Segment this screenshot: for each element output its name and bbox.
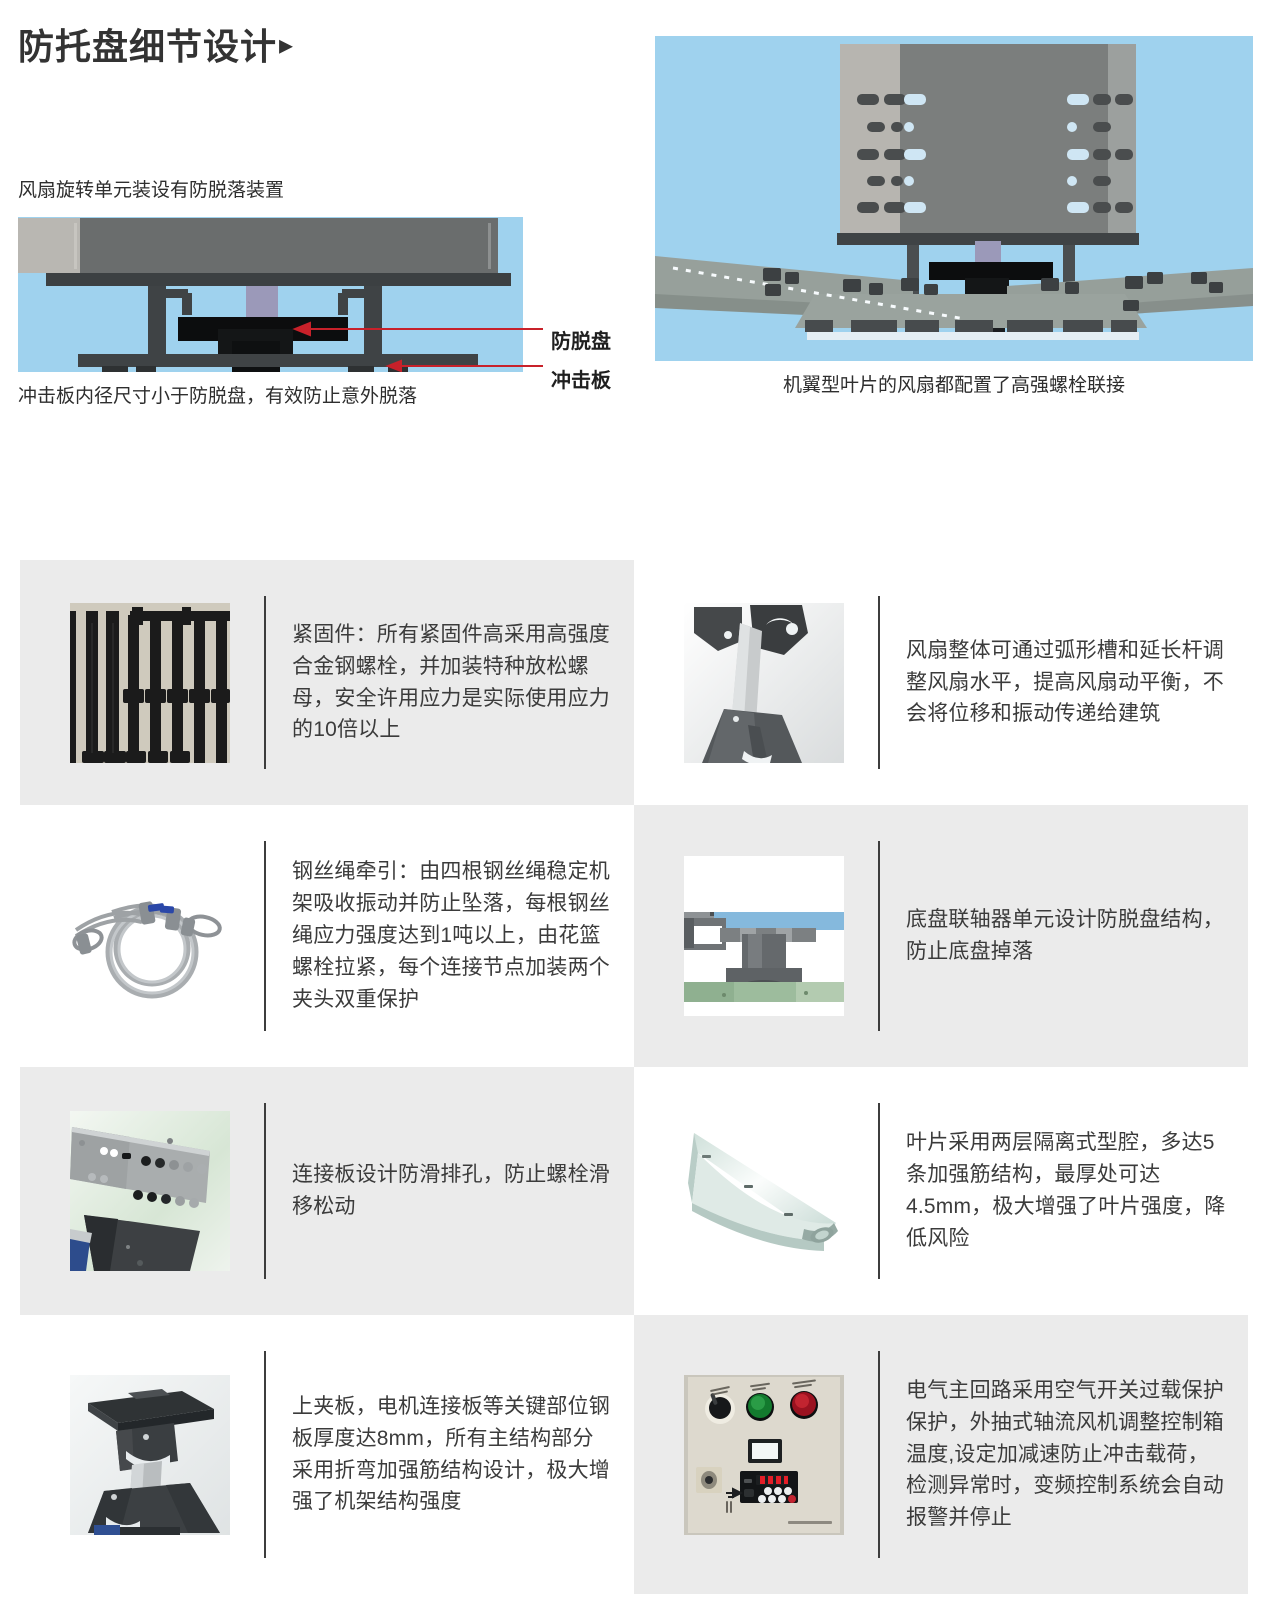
cell-divider xyxy=(878,1351,880,1558)
hex-bolts-svg xyxy=(70,602,230,763)
feature-text-electrical-control: 电气主回路采用空气开关过载保护保护，外抽式轴流风机调整控制箱温度,设定加减速防止… xyxy=(906,1378,1224,1530)
chassis-coupling-svg xyxy=(684,856,844,1016)
feature-cell-connection-plate: 连接板设计防滑排孔，防止螺栓滑移松动 xyxy=(20,1067,634,1315)
cell-divider xyxy=(878,1103,880,1279)
feature-text-fasteners: 紧固件：所有紧固件高采用高强度合金钢螺栓，并加装特种放松螺母，安全许用应力是实际… xyxy=(292,622,610,742)
feature-text-fan-level-adjust: 风扇整体可通过弧形槽和延长杆调整风扇水平，提高风扇动平衡，不会将位移和振动传递给… xyxy=(906,638,1224,726)
feature-cell-chassis-coupling: 底盘联轴器单元设计防脱盘结构，防止底盘掉落 xyxy=(634,805,1248,1067)
electrical-control-box-photo xyxy=(684,1374,844,1535)
fan-blade-profile-svg xyxy=(684,1111,844,1271)
anti-drop-section-svg xyxy=(18,216,543,373)
feature-cell-blade-cavity: 叶片采用两层隔离式型腔，多达5条加强筋结构，最厚处可达4.5mm，极大增强了叶片… xyxy=(634,1067,1248,1315)
top-right-caption: 机翼型叶片的风扇都配置了高强螺栓联接 xyxy=(782,375,1125,396)
fan-blade-profile-render xyxy=(684,1111,844,1271)
feature-text-upper-clamp-plate: 上夹板，电机连接板等关键部位钢板厚度达8mm，所有主结构部分采用折弯加强筋结构设… xyxy=(292,1394,610,1514)
feature-text-connection-plate: 连接板设计防滑排孔，防止螺栓滑移松动 xyxy=(292,1163,610,1218)
feature-text-chassis-coupling: 底盘联轴器单元设计防脱盘结构，防止底盘掉落 xyxy=(906,908,1224,963)
fan-bracket-arm-svg xyxy=(684,602,844,763)
play-triangle-right-icon: ▸ xyxy=(279,29,295,60)
feature-cell-upper-clamp-plate: 上夹板，电机连接板等关键部位钢板厚度达8mm，所有主结构部分采用折弯加强筋结构设… xyxy=(20,1315,634,1594)
anti-drop-section-illustration: 防脱盘 冲击板 xyxy=(18,216,626,392)
fan-bracket-arm-render xyxy=(684,602,844,763)
upper-clamp-plate-svg xyxy=(70,1374,230,1535)
cell-divider xyxy=(264,596,266,769)
top-left-caption: 冲击板内径尺寸小于防脱盘，有效防止意外脱落 xyxy=(18,385,418,407)
chassis-coupling-render xyxy=(684,856,844,1016)
feature-text-blade-cavity: 叶片采用两层隔离式型腔，多达5条加强筋结构，最厚处可达4.5mm，极大增强了叶片… xyxy=(906,1131,1226,1250)
connection-plate-render xyxy=(70,1111,230,1271)
callout-label-anti-drop-disc: 防脱盘 xyxy=(551,330,611,353)
feature-grid: 紧固件：所有紧固件高采用高强度合金钢螺栓，并加装特种放松螺母，安全许用应力是实际… xyxy=(20,560,1248,1594)
page-title: 防托盘细节设计 ▸ xyxy=(18,18,294,70)
callout-label-impact-plate: 冲击板 xyxy=(551,369,611,392)
electrical-control-box-svg xyxy=(684,1374,844,1535)
top-left-feature-block: 风扇旋转单元装设有防脱落装置 xyxy=(18,178,630,410)
upper-clamp-plate-render xyxy=(70,1374,230,1535)
top-right-feature-block: 机翼型叶片的风扇都配置了高强螺栓联接 xyxy=(655,36,1253,400)
cell-divider xyxy=(264,1103,266,1279)
feature-text-wire-rope: 钢丝绳牵引：由四根钢丝绳稳定机架吸收振动并防止坠落，每根钢丝绳应力强度达到1吨以… xyxy=(292,860,610,1011)
hex-bolts-photo xyxy=(70,602,230,763)
feature-cell-fasteners: 紧固件：所有紧固件高采用高强度合金钢螺栓，并加装特种放松螺母，安全许用应力是实际… xyxy=(20,560,634,805)
feature-cell-fan-level-adjust: 风扇整体可通过弧形槽和延长杆调整风扇水平，提高风扇动平衡，不会将位移和振动传递给… xyxy=(634,560,1248,805)
cell-divider xyxy=(878,841,880,1031)
steel-wire-rope-svg xyxy=(70,856,230,1016)
steel-wire-rope-photo xyxy=(70,856,230,1016)
airfoil-blade-bolt-svg xyxy=(655,36,1253,361)
feature-cell-electrical-control: 电气主回路采用空气开关过载保护保护，外抽式轴流风机调整控制箱温度,设定加减速防止… xyxy=(634,1315,1248,1594)
connection-plate-svg xyxy=(70,1111,230,1271)
cell-divider xyxy=(264,1351,266,1558)
page-title-text: 防托盘细节设计 xyxy=(18,26,278,67)
cell-divider xyxy=(264,841,266,1031)
feature-cell-wire-rope: 钢丝绳牵引：由四根钢丝绳稳定机架吸收振动并防止坠落，每根钢丝绳应力强度达到1吨以… xyxy=(20,805,634,1067)
airfoil-blade-bolt-illustration xyxy=(655,36,1253,361)
top-left-label: 风扇旋转单元装设有防脱落装置 xyxy=(18,180,285,201)
cell-divider xyxy=(878,596,880,769)
